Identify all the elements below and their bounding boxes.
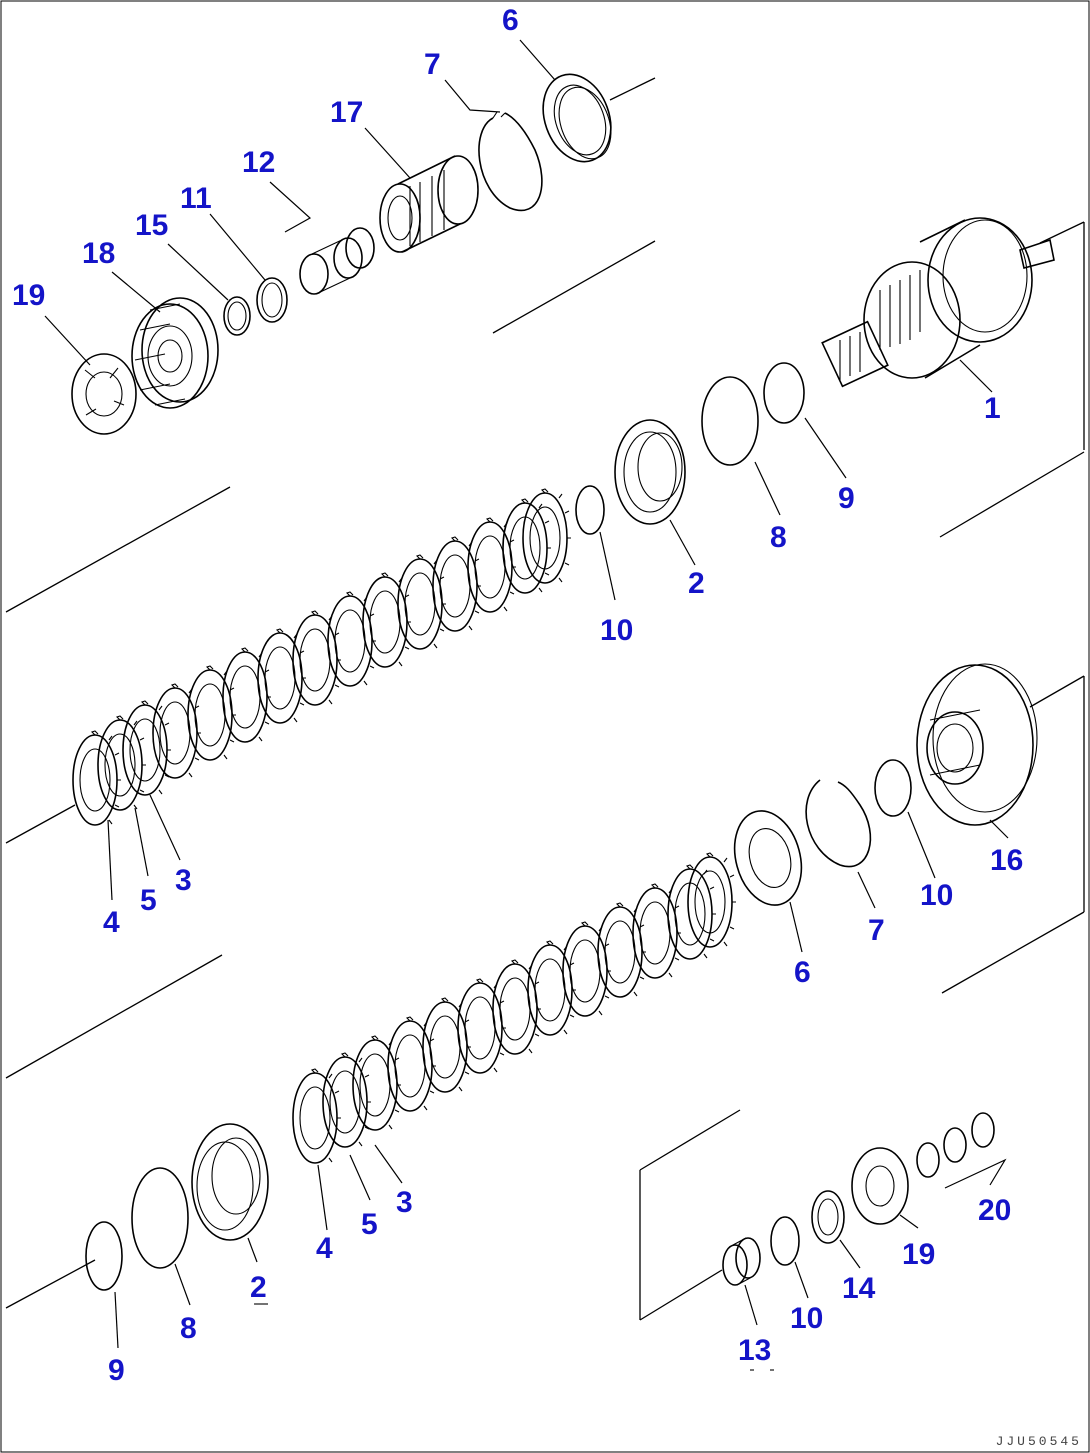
leader-lines xyxy=(44,39,1009,1349)
part-12-bushing-pair xyxy=(299,227,375,295)
part-19-hub-lower xyxy=(851,1147,909,1225)
part-9-ring-lower xyxy=(85,1221,123,1291)
part-7-snap-ring-top xyxy=(478,111,543,211)
callout-2: 2 xyxy=(688,567,705,600)
callout-13: 13 xyxy=(738,1334,771,1367)
part-9-ring-mid xyxy=(763,362,805,424)
callout-10: 10 xyxy=(600,614,633,647)
callout-6: 6 xyxy=(794,956,811,989)
callout-7: 7 xyxy=(424,48,441,81)
center-lines xyxy=(5,77,1085,1321)
callout-2: 2 xyxy=(250,1271,267,1304)
part-19-hub-top xyxy=(71,353,137,435)
part-10-ring-lower xyxy=(770,1216,800,1266)
part-8-ring-lower xyxy=(131,1167,189,1269)
callout-5: 5 xyxy=(361,1208,378,1241)
part-1-clutch-shaft xyxy=(821,217,1055,388)
part-14-washer xyxy=(811,1190,845,1244)
callout-11: 11 xyxy=(180,182,212,215)
callout-8: 8 xyxy=(180,1312,197,1345)
callout-12: 12 xyxy=(242,146,275,179)
callout-10: 10 xyxy=(790,1302,823,1335)
callout-16: 16 xyxy=(990,844,1023,877)
callout-6: 6 xyxy=(502,4,519,37)
callout-4: 4 xyxy=(103,906,120,939)
part-2-bearing-mid xyxy=(614,419,686,525)
underline-marks xyxy=(254,1303,774,1371)
callout-3: 3 xyxy=(175,864,192,897)
part-18-gear xyxy=(131,297,219,409)
part-15-ring xyxy=(223,296,251,336)
callout-19: 19 xyxy=(902,1238,935,1271)
part-13-bushing xyxy=(722,1237,761,1286)
part-10-ring-right xyxy=(874,759,912,817)
callout-9: 9 xyxy=(838,482,855,515)
clutch-disc-pack-upper xyxy=(72,488,572,826)
callout-4: 4 xyxy=(316,1232,333,1265)
part-6-thrust-washer-top xyxy=(542,73,612,163)
part-2-bearing-lower xyxy=(191,1123,269,1241)
callout-10: 10 xyxy=(920,879,953,912)
clutch-disc-pack-lower xyxy=(292,852,737,1164)
part-10-ring-mid xyxy=(575,485,605,535)
part-16-gear xyxy=(916,663,1038,826)
callout-5: 5 xyxy=(140,884,157,917)
callout-9: 9 xyxy=(108,1354,125,1387)
callout-8: 8 xyxy=(770,521,787,554)
callout-18: 18 xyxy=(82,237,115,270)
callout-7: 7 xyxy=(868,914,885,947)
callout-15: 15 xyxy=(135,209,168,242)
callout-3: 3 xyxy=(396,1186,413,1219)
part-7-snap-ring-lower xyxy=(805,779,872,868)
part-8-ring-mid xyxy=(701,376,759,466)
callout-19: 19 xyxy=(12,279,45,312)
part-6-thrust-washer-lower xyxy=(733,810,803,906)
part-11-ring xyxy=(256,277,288,323)
callout-1: 1 xyxy=(984,392,1001,425)
part-20-rings xyxy=(916,1112,995,1178)
callouts: 6 7 17 12 11 15 18 19 1 9 8 2 10 3 5 4 1… xyxy=(12,4,1023,1387)
callout-14: 14 xyxy=(842,1272,876,1305)
part-17-needle-bearing xyxy=(379,155,479,253)
callout-20: 20 xyxy=(978,1194,1011,1227)
document-code: JJU50545 xyxy=(995,1434,1082,1449)
callout-17: 17 xyxy=(330,96,363,129)
